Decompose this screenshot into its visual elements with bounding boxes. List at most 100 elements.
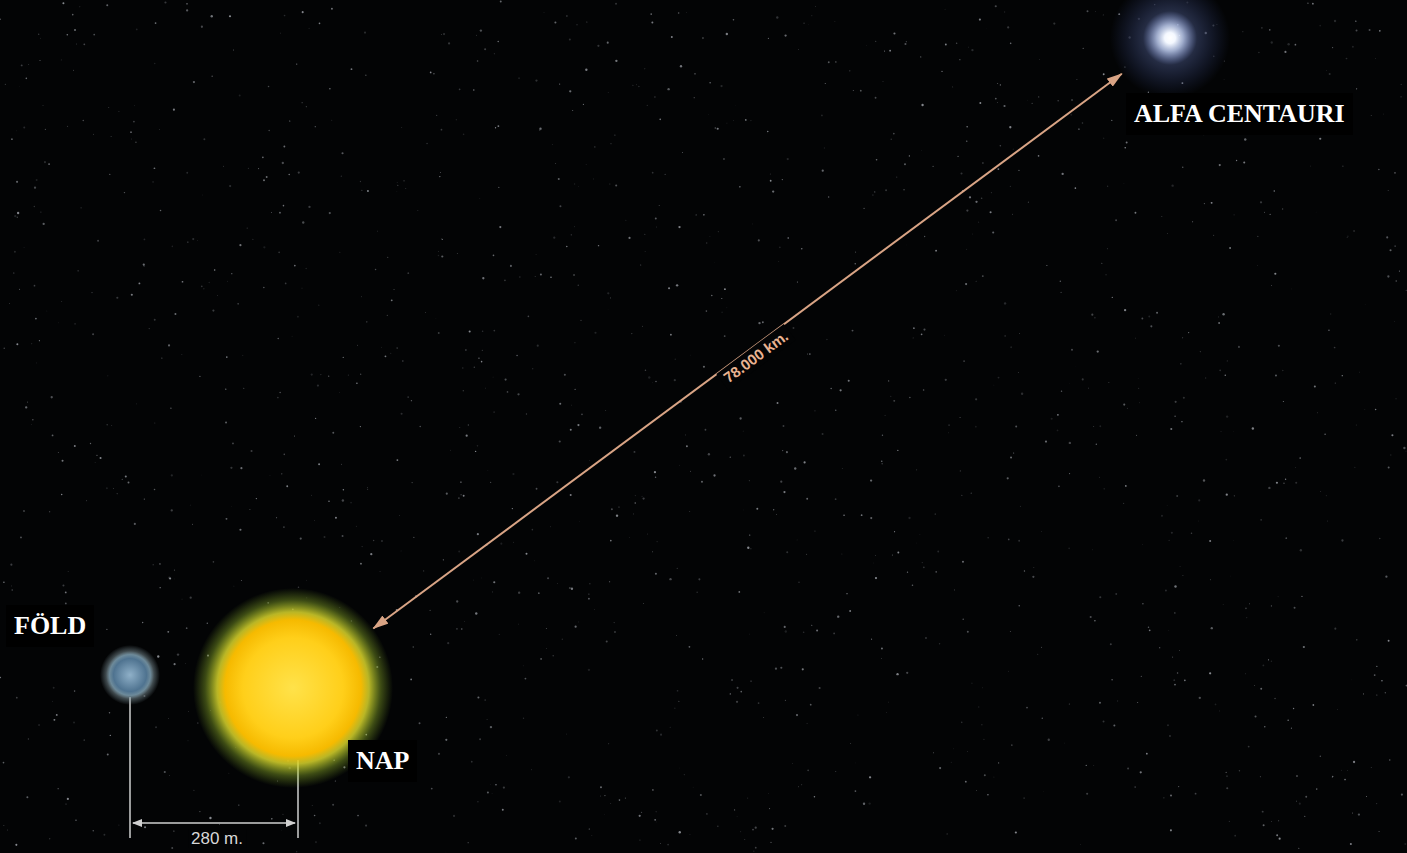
star-dot (367, 489, 369, 491)
star-dot (58, 322, 60, 324)
star-dot (38, 724, 40, 726)
star-dot (1060, 292, 1061, 293)
star-dot (144, 826, 146, 828)
star-dot (1244, 138, 1246, 140)
star-dot (1319, 25, 1321, 27)
star-dot (669, 578, 671, 580)
star-dot (393, 289, 394, 290)
star-dot (762, 321, 764, 323)
star-dot (283, 526, 285, 528)
star-dot (1107, 186, 1108, 187)
star-dot (497, 125, 499, 127)
star-dot (237, 303, 238, 304)
star-dot (302, 221, 304, 223)
star-dot (726, 122, 728, 124)
star-dot (998, 377, 1000, 379)
star-dot (86, 500, 88, 502)
star-dot (528, 316, 530, 318)
star-dot (153, 181, 154, 182)
star-dot (801, 248, 803, 250)
star-dot (364, 31, 366, 33)
star-dot (568, 776, 570, 778)
star-dot (450, 449, 452, 451)
star-dot (763, 717, 765, 719)
star-dot (1032, 103, 1033, 104)
star-dot (407, 272, 409, 274)
star-dot (1295, 800, 1297, 802)
star-dot (1406, 290, 1407, 291)
star-dot (282, 814, 283, 815)
star-dot (399, 514, 401, 516)
star-dot (365, 825, 367, 827)
star-dot (904, 43, 906, 45)
star-dot (987, 537, 988, 538)
star-dot (308, 206, 310, 208)
star-dot (271, 212, 273, 214)
star-dot (360, 426, 361, 427)
star-dot (747, 547, 749, 549)
star-dot (1334, 628, 1336, 630)
star-dot (493, 581, 495, 583)
star-dot (43, 223, 45, 225)
star-dot (1180, 363, 1181, 364)
star-dot (920, 56, 921, 57)
star-dot (1165, 590, 1167, 592)
star-dot (430, 72, 432, 74)
star-dot (655, 821, 657, 823)
star-dot (411, 482, 412, 483)
star-dot (614, 631, 616, 633)
star-dot (731, 679, 732, 680)
star-dot (978, 222, 979, 223)
star-dot (523, 718, 524, 719)
star-dot (1028, 202, 1029, 203)
star-dot (1137, 702, 1138, 703)
star-dot (971, 493, 972, 494)
star-dot (937, 550, 939, 552)
star-dot (796, 539, 798, 541)
star-dot (263, 246, 265, 248)
star-dot (66, 34, 68, 36)
star-dot (193, 790, 194, 791)
star-dot (721, 298, 722, 299)
star-dot (1369, 29, 1371, 31)
star-dot (167, 631, 169, 633)
star-dot (780, 667, 782, 669)
star-dot (1239, 770, 1240, 771)
star-dot (1341, 769, 1343, 771)
star-dot (537, 345, 539, 347)
star-dot (896, 176, 897, 177)
star-dot (342, 535, 344, 537)
star-dot (1097, 350, 1099, 352)
star-dot (11, 589, 13, 591)
star-dot (186, 3, 188, 5)
star-dot (447, 642, 449, 644)
star-dot (192, 238, 194, 240)
star-dot (1009, 631, 1011, 633)
star-dot (1326, 70, 1328, 72)
star-dot (72, 14, 74, 16)
star-dot (1219, 710, 1220, 711)
star-dot (913, 327, 915, 329)
star-dot (201, 26, 203, 28)
star-dot (128, 481, 130, 483)
star-dot (186, 9, 188, 11)
star-dot (83, 43, 85, 45)
star-dot (356, 382, 358, 384)
star-dot (396, 459, 398, 461)
star-dot (1391, 434, 1393, 436)
star-dot (331, 8, 333, 10)
star-dot (306, 579, 308, 581)
star-dot (1356, 30, 1358, 32)
star-dot (594, 332, 596, 334)
star-dot (1375, 409, 1377, 411)
star-dot (61, 300, 63, 302)
star-dot (784, 626, 786, 628)
star-dot (263, 287, 265, 289)
star-dot (932, 166, 933, 167)
star-dot (1293, 708, 1294, 709)
star-dot (892, 554, 893, 555)
star-dot (1161, 515, 1163, 517)
star-dot (301, 288, 302, 289)
star-dot (276, 517, 277, 518)
star-dot (1295, 482, 1297, 484)
